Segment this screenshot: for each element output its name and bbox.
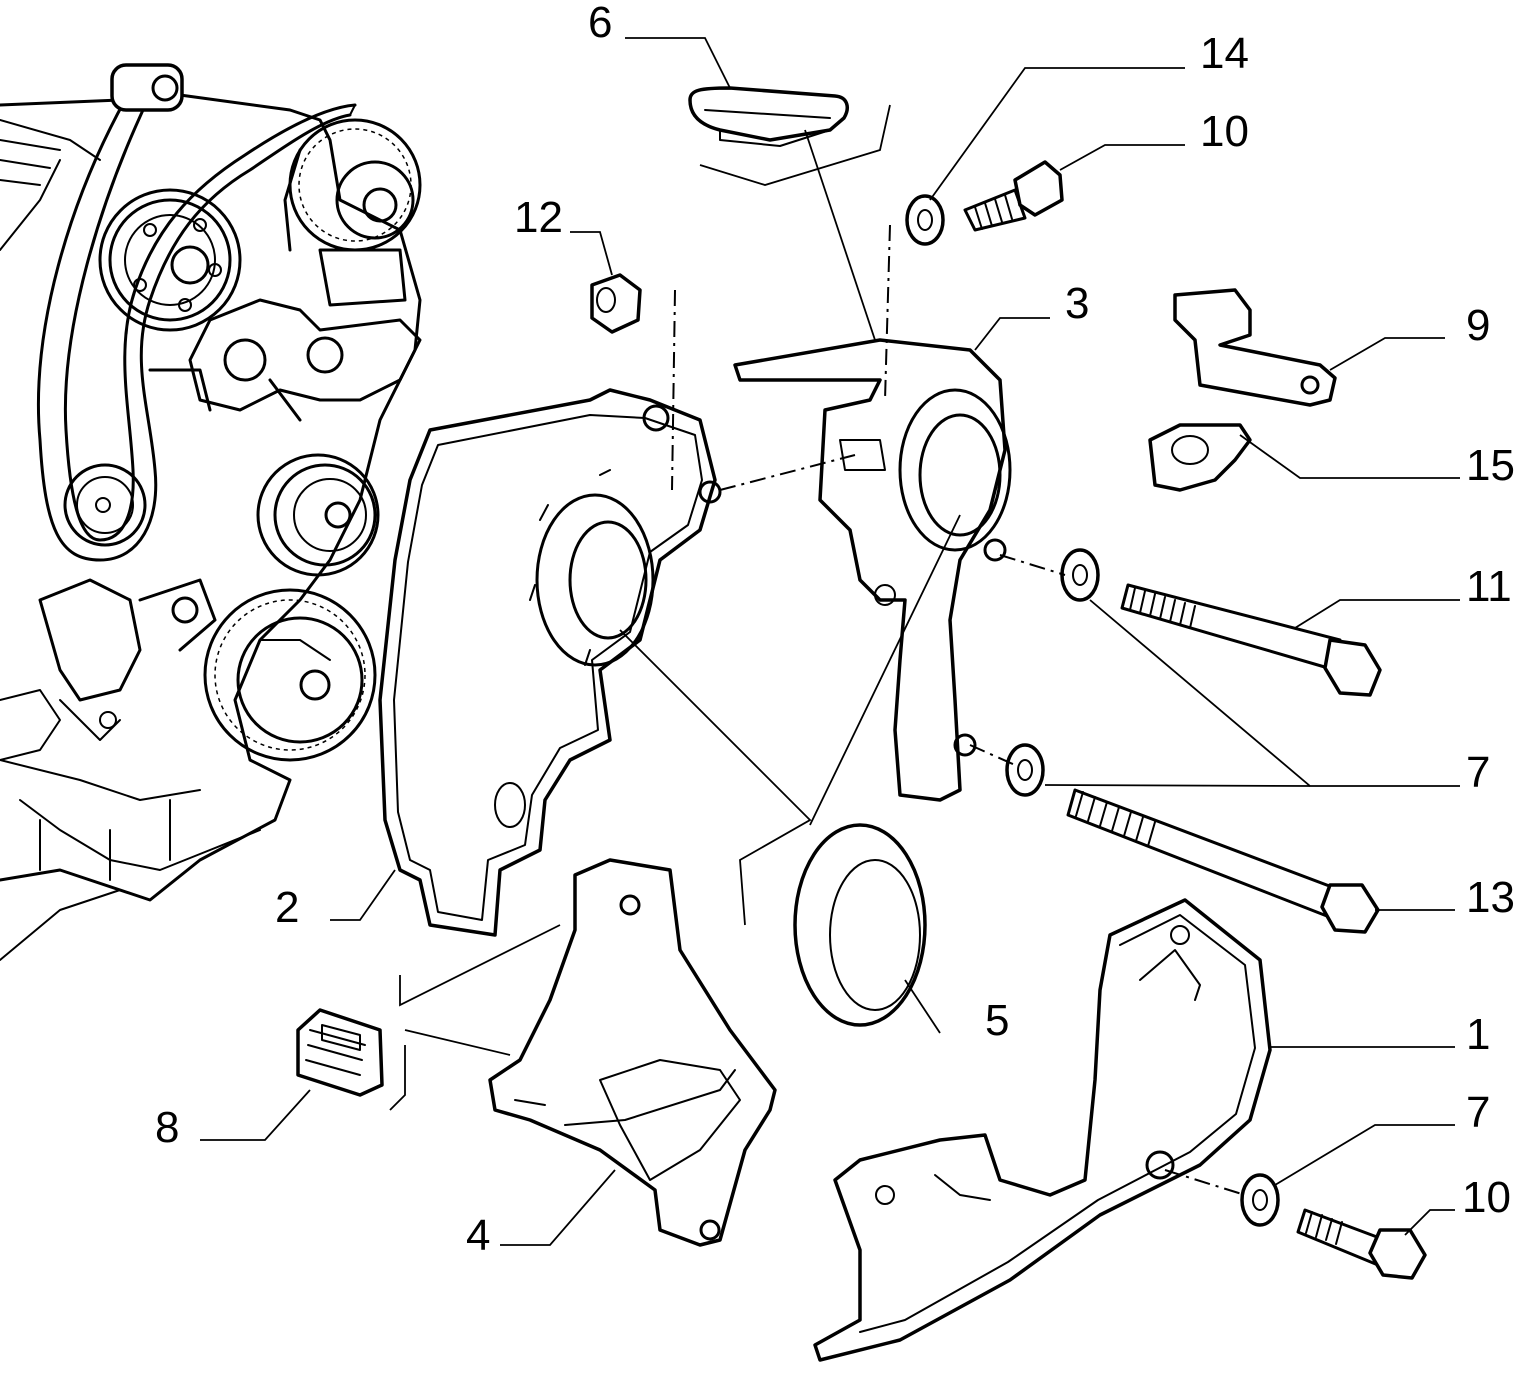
callout-4: 4 (466, 1211, 490, 1260)
part-3-upper-timing-cover (733, 338, 1012, 802)
callout-15: 15 (1466, 441, 1515, 490)
part-4-lower-cover (488, 858, 777, 1247)
callout-2: 2 (275, 883, 299, 932)
callout-9: 9 (1466, 301, 1490, 350)
callout-10: 10 (1200, 107, 1249, 156)
assembly-axis-lines (389, 104, 1246, 1196)
part-5-round-cover (793, 823, 927, 1027)
part-12-nut (590, 273, 642, 334)
part-9-bracket (1173, 288, 1337, 407)
callout-11: 11 (1466, 562, 1512, 611)
part-14-washer (905, 194, 945, 246)
part-7-washer-upper (1060, 548, 1100, 602)
part-8-grommet (296, 1008, 384, 1097)
callout-6: 6 (588, 0, 612, 47)
callout-1: 1 (1466, 1010, 1490, 1059)
callout-5: 5 (985, 996, 1009, 1045)
part-10-bolt-top (963, 160, 1064, 232)
part-15-clip (1148, 423, 1252, 492)
callout-labels: 6 14 10 12 3 9 15 11 7 13 2 5 1 7 8 10 4 (155, 0, 1515, 1260)
part-6-cover-cap (688, 86, 849, 147)
engine-block-illustration (0, 63, 422, 961)
callout-10: 10 (1462, 1173, 1511, 1222)
part-11-long-bolt (1120, 583, 1382, 697)
callout-7: 7 (1466, 748, 1490, 797)
callout-14: 14 (1200, 29, 1249, 78)
part-2-front-timing-cover (378, 388, 722, 937)
callout-leaders (200, 37, 1460, 1246)
callout-3: 3 (1065, 279, 1089, 328)
callout-13: 13 (1466, 873, 1515, 922)
callout-7: 7 (1466, 1088, 1490, 1137)
callout-8: 8 (155, 1103, 179, 1152)
callout-12: 12 (514, 193, 563, 242)
part-7-washer-middle (1005, 743, 1045, 797)
part-1-lower-timing-cover (813, 898, 1272, 1362)
part-13-long-bolt (1066, 788, 1380, 934)
part-10-bolt-lower (1296, 1208, 1427, 1280)
part-7-washer-lower (1240, 1173, 1280, 1227)
